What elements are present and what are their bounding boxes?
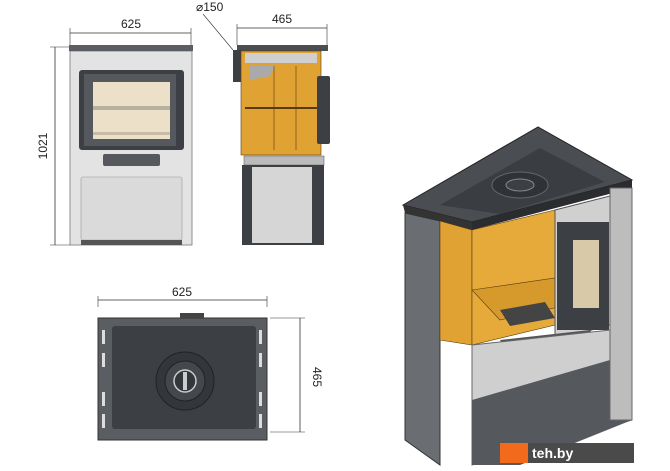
front-width-label: 625: [121, 17, 141, 31]
front-height-label: 1021: [36, 132, 50, 159]
flue-diameter-label: ⌀150: [196, 0, 224, 14]
top-view: 625 465: [97, 285, 324, 441]
top-width-label: 625: [172, 285, 192, 299]
watermark-logo-mark: [500, 443, 528, 463]
side-depth-label: 465: [272, 12, 292, 26]
watermark-logo: teh.by: [500, 443, 634, 463]
side-view: 465 ⌀150: [196, 0, 330, 245]
watermark-text: teh.by: [528, 443, 634, 463]
isometric-cutaway-view: [401, 126, 634, 466]
front-view: 625 1021: [36, 17, 193, 246]
top-depth-label: 465: [310, 367, 324, 387]
